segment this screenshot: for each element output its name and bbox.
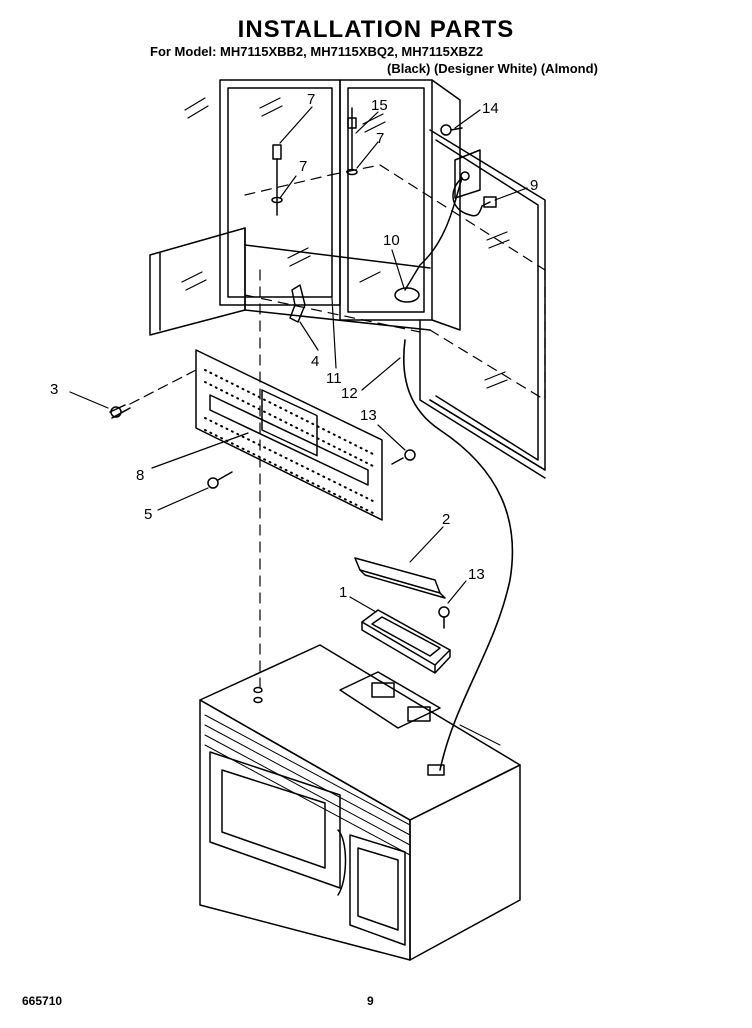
callout-5: 5 — [144, 506, 152, 523]
toggle-bolt-6 — [271, 144, 283, 216]
screw-3 — [109, 369, 197, 419]
screw-5 — [207, 471, 233, 489]
callout-14: 13 — [360, 407, 377, 424]
mounting-bracket-4 — [289, 284, 306, 323]
model-numbers: For Model: MH7115XBB2, MH7115XBQ2, MH711… — [150, 44, 484, 59]
screw-14 — [391, 449, 416, 465]
callout-11: 11 — [326, 370, 342, 387]
callout-4: 4 — [311, 353, 319, 370]
mounting-plate-8 — [195, 349, 383, 521]
callout-3: 3 — [50, 381, 58, 398]
callout-16: 15 — [371, 97, 388, 114]
callout-2: 2 — [442, 511, 450, 528]
vent-filter-2 — [354, 557, 446, 599]
screw-15 — [440, 124, 463, 136]
microwave-oven — [199, 644, 521, 961]
screw-13 — [438, 606, 450, 629]
wall-cabinets — [149, 79, 546, 479]
callout-1: 1 — [339, 584, 347, 601]
wall-outlet — [404, 149, 497, 291]
callout-7a: 7 — [299, 158, 307, 175]
callout-8: 8 — [136, 467, 144, 484]
callout-7b: 7 — [376, 130, 384, 147]
page-title: INSTALLATION PARTS — [237, 16, 515, 43]
exhaust-adaptor-1 — [361, 609, 451, 674]
callout-10: 10 — [383, 232, 400, 249]
power-cord — [402, 339, 514, 771]
document-number: 665710 — [22, 994, 63, 1008]
callout-9: 9 — [530, 177, 538, 194]
callout-13: 13 — [468, 566, 485, 583]
bolt-16 — [346, 107, 358, 176]
color-variants: (Black) (Designer White) (Almond) — [387, 61, 598, 76]
callout-6: 7 — [307, 91, 315, 108]
page-number: 9 — [367, 994, 374, 1008]
callout-12: 12 — [341, 385, 358, 402]
grommet-10 — [394, 287, 420, 303]
callout-15: 14 — [482, 100, 499, 117]
leader-lines — [69, 106, 528, 613]
